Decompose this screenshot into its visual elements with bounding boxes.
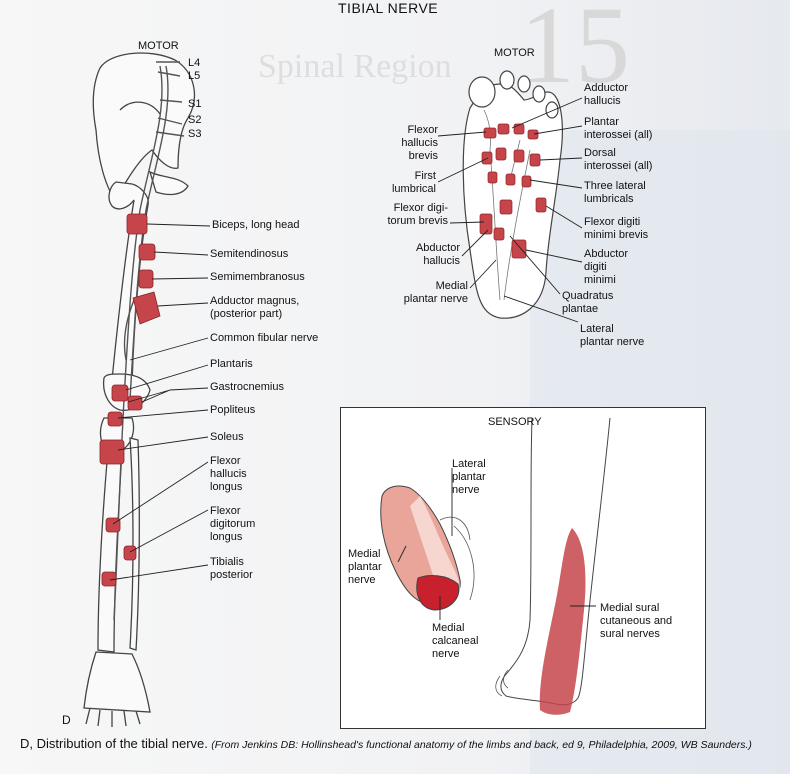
muscle-label: Semimembranosus — [210, 271, 305, 283]
foot-leader-lines — [437, 97, 583, 323]
muscle-label: Soleus — [210, 431, 244, 443]
leg-leader-lines — [109, 223, 211, 581]
nerve-label: Lateral plantar nerve — [580, 323, 645, 348]
foot-muscle-label: First lumbrical — [391, 170, 436, 195]
foot-muscle-label: Abductor digiti minimi — [584, 248, 629, 286]
foot-muscle-label: Dorsal interossei (all) — [584, 147, 653, 172]
sensory-label: Medial plantar nerve — [348, 548, 382, 586]
foot-muscle-patches — [479, 123, 547, 259]
foot-muscle-label: Flexor digiti minimi brevis — [584, 216, 649, 241]
caption-source: (From Jenkins DB: Hollinshead's function… — [211, 739, 752, 751]
foot-muscle-label: Plantar interossei (all) — [584, 116, 653, 141]
sensory-label: Medial calcaneal nerve — [432, 622, 479, 660]
foot-muscle-label: Three lateral lumbricals — [584, 180, 646, 205]
caption-title: D, Distribution of the tibial nerve. — [20, 736, 208, 751]
root-label-s1: S1 — [188, 98, 202, 110]
foot-muscle-label: Adductor hallucis — [584, 82, 629, 107]
muscle-label: Flexor digitorum longus — [210, 505, 256, 543]
background-chapter-title: Spinal Region — [258, 48, 452, 85]
foot-motor-header: MOTOR — [494, 47, 535, 59]
foot-muscle-label: Flexor digi- torum brevis — [387, 202, 448, 227]
muscle-label: Popliteus — [210, 404, 256, 416]
figure-title: TIBIAL NERVE — [338, 0, 439, 16]
root-label-l5: L5 — [188, 70, 201, 82]
root-label-l4: L4 — [188, 57, 201, 69]
sensory-header: SENSORY — [488, 416, 542, 428]
muscle-label: Semitendinosus — [210, 248, 289, 260]
root-label-s2: S2 — [188, 114, 202, 126]
sensory-label: Lateral plantar nerve — [452, 458, 486, 496]
leg-motor-header: MOTOR — [138, 40, 179, 52]
leg-muscle-patches — [99, 213, 161, 587]
root-label-s3: S3 — [188, 128, 202, 140]
muscle-label: Biceps, long head — [212, 219, 300, 231]
plantar-foot-outline — [462, 70, 563, 319]
muscle-label: Plantaris — [210, 358, 253, 370]
muscle-label: Adductor magnus, (posterior part) — [210, 295, 300, 320]
figure-caption: D, Distribution of the tibial nerve. (Fr… — [20, 737, 780, 752]
muscle-label: Tibialis posterior — [210, 556, 253, 581]
foot-muscle-label: Flexor hallucis brevis — [401, 124, 438, 162]
sensory-label: Medial sural cutaneous and sural nerves — [600, 602, 673, 640]
panel-letter: D — [62, 713, 71, 727]
nerve-label: Medial plantar nerve — [403, 280, 468, 305]
muscle-label: Gastrocnemius — [210, 381, 284, 393]
foot-muscle-label: Quadratus plantae — [562, 290, 614, 315]
muscle-label: Flexor hallucis longus — [210, 455, 247, 493]
nerve-label: Common fibular nerve — [210, 332, 319, 344]
foot-muscle-label: Abductor hallucis — [415, 242, 460, 267]
